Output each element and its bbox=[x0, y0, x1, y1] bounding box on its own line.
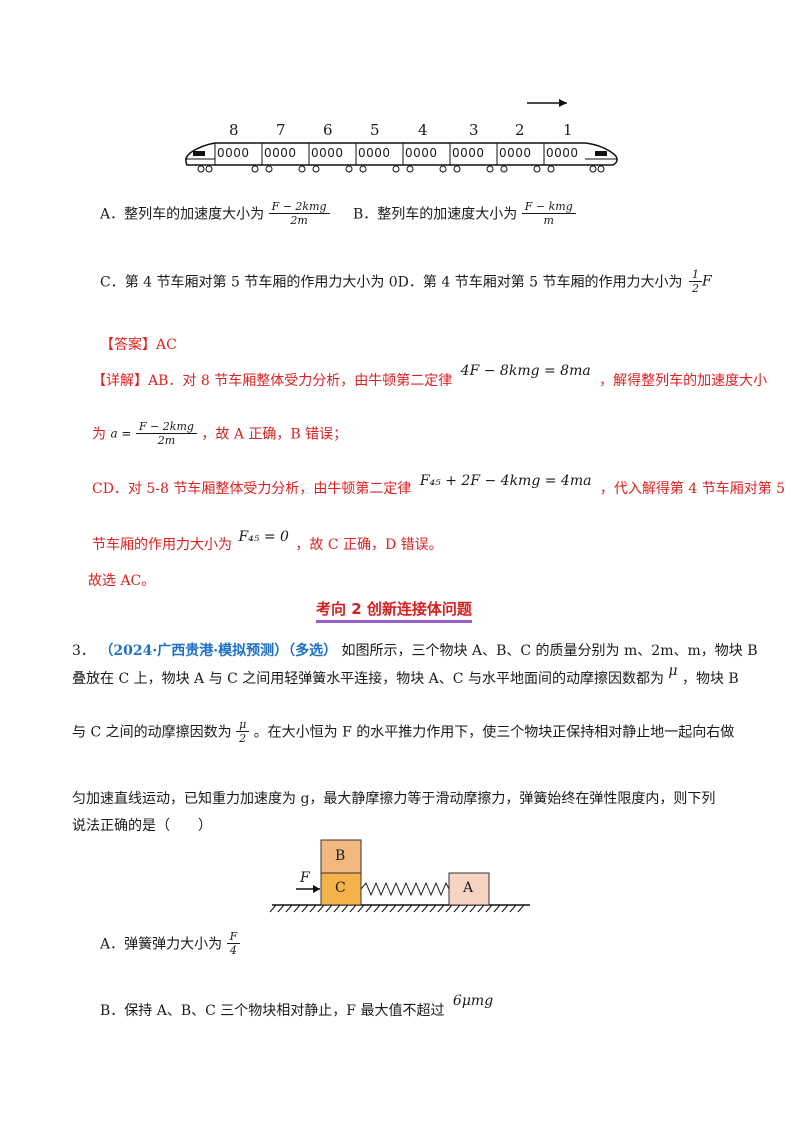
fraction-denominator: 4 bbox=[226, 943, 241, 957]
question-text: 叠放在 C 上，物块 A 与 C 之间用轻弹簧水平连接，物块 A、C 与水平地面… bbox=[72, 671, 664, 687]
detail-line-2: 为 a = F − 2kmg 2m ，故 A 正确，B 错误； bbox=[92, 420, 347, 447]
fraction-denominator: 2 bbox=[236, 731, 250, 745]
detail-text: ，代入解得第 4 节车厢对第 5 bbox=[599, 481, 786, 497]
blocks-diagram: B C A F bbox=[268, 838, 538, 918]
option-cd: C．第 4 节车厢对第 5 节车厢的作用力大小为 0D．第 4 节车厢对第 5 … bbox=[100, 268, 712, 295]
car-windows: 0000 bbox=[311, 146, 344, 160]
question-text: 与 C 之间的动摩擦因数为 bbox=[72, 724, 232, 741]
fraction-denominator: 2m bbox=[135, 433, 197, 447]
q3-option-b: B．保持 A、B、C 三个物块相对静止，F 最大值不超过 6μmg bbox=[100, 993, 493, 1020]
question-3-line-5: 说法正确的是（ ） bbox=[72, 818, 212, 834]
detail-text: 为 bbox=[92, 426, 106, 443]
question-3-line-1: 3． （2024·广西贵港·模拟预测）（多选） 如图所示，三个物块 A、B、C … bbox=[72, 640, 757, 660]
option-a-fraction: F 4 bbox=[226, 930, 241, 957]
block-c-label: C bbox=[335, 880, 346, 896]
fraction-numerator: F − kmg bbox=[524, 200, 573, 213]
detail-text: ，解得整列车的加速度大小 bbox=[599, 373, 768, 389]
car-windows: 0000 bbox=[452, 146, 485, 160]
detail-text: ，故 A 正确，B 错误； bbox=[201, 426, 348, 443]
train-diagram: 8 7 6 5 4 3 2 1 0000 0000 0000 0000 0000… bbox=[175, 95, 625, 175]
conclusion: 故选 AC。 bbox=[88, 573, 156, 589]
fraction-numerator: μ bbox=[239, 718, 247, 731]
car-number: 5 bbox=[370, 121, 380, 139]
car-windows: 0000 bbox=[499, 146, 532, 160]
fraction-numerator: F − 2kmg bbox=[271, 200, 327, 213]
option-a-fraction: F − 2kmg 2m bbox=[268, 200, 330, 227]
detail-line-4: 节车厢的作用力大小为 F₄₅ = 0 ，故 C 正确，D 错误。 bbox=[92, 529, 443, 554]
detail-line-1: 【详解】AB．对 8 节车厢整体受力分析，由牛顿第二定律 4F − 8kmg =… bbox=[92, 363, 768, 390]
option-a-text: A．整列车的加速度大小为 bbox=[100, 206, 265, 223]
train-drawing bbox=[185, 99, 618, 173]
question-3-line-2: 叠放在 C 上，物块 A 与 C 之间用轻弹簧水平连接，物块 A、C 与水平地面… bbox=[72, 663, 739, 688]
option-b: B．整列车的加速度大小为 F − kmg m bbox=[353, 200, 576, 227]
equation: F₄₅ = 0 bbox=[238, 529, 289, 545]
block-b-label: B bbox=[335, 848, 346, 864]
mu-symbol: μ bbox=[668, 663, 678, 679]
force-label: F bbox=[300, 870, 310, 886]
blocks-drawing bbox=[269, 839, 530, 913]
question-text: 。在大小恒为 F 的水平推力作用下，使三个物块正保持相对静止地一起向右做 bbox=[253, 724, 735, 741]
car-number: 1 bbox=[563, 121, 573, 139]
question-3-line-3: 与 C 之间的动摩擦因数为 μ 2 。在大小恒为 F 的水平推力作用下，使三个物… bbox=[72, 718, 734, 745]
fraction-denominator: 2m bbox=[268, 213, 330, 227]
car-number: 6 bbox=[323, 121, 333, 139]
fraction-numerator: F − 2kmg bbox=[138, 420, 194, 433]
car-windows: 0000 bbox=[217, 146, 250, 160]
answer-label: 【答案】AC bbox=[100, 337, 177, 353]
car-number: 7 bbox=[276, 121, 286, 139]
detail-text: CD．对 5-8 节车厢整体受力分析，由牛顿第二定律 bbox=[92, 481, 412, 497]
car-number: 2 bbox=[515, 121, 525, 139]
equation: 4F − 8kmg = 8ma bbox=[460, 363, 591, 379]
option-b-fraction: F − kmg m bbox=[521, 200, 576, 227]
question-source: （2024·广西贵港·模拟预测）（多选） bbox=[99, 643, 338, 659]
option-text: A．弹簧弹力大小为 bbox=[100, 936, 223, 953]
equation-fraction: F − 2kmg 2m bbox=[135, 420, 197, 447]
fraction-denominator: m bbox=[521, 213, 576, 227]
car-windows: 0000 bbox=[546, 146, 579, 160]
equation-lhs: a = bbox=[110, 426, 132, 441]
detail-text: ，故 C 正确，D 错误。 bbox=[295, 537, 443, 553]
option-cd-text: C．第 4 节车厢对第 5 节车厢的作用力大小为 0D．第 4 节车厢对第 5 … bbox=[100, 274, 683, 291]
question-text: 如图所示，三个物块 A、B、C 的质量分别为 m、2m、m，物块 B bbox=[341, 643, 758, 659]
q3-option-a: A．弹簧弹力大小为 F 4 bbox=[100, 930, 241, 957]
question-3-line-4: 匀加速直线运动，已知重力加速度为 g，最大静摩擦力等于滑动摩擦力，弹簧始终在弹性… bbox=[72, 791, 716, 807]
option-text: B．保持 A、B、C 三个物块相对静止，F 最大值不超过 bbox=[100, 1003, 445, 1019]
car-windows: 0000 bbox=[358, 146, 391, 160]
option-b-text: B．整列车的加速度大小为 bbox=[353, 206, 518, 223]
car-number: 8 bbox=[229, 121, 239, 139]
equation: F₄₅ + 2F − 4kmg = 4ma bbox=[419, 473, 592, 489]
option-a: A．整列车的加速度大小为 F − 2kmg 2m bbox=[100, 200, 330, 227]
section-heading: 考向 2 创新连接体问题 bbox=[316, 598, 472, 623]
block-a-label: A bbox=[463, 880, 474, 896]
question-text: ，物块 B bbox=[681, 671, 739, 687]
mu-half-fraction: μ 2 bbox=[236, 718, 250, 745]
option-d-fraction: 1 2 bbox=[688, 268, 702, 295]
fraction-numerator: 1 bbox=[691, 268, 699, 281]
car-number: 3 bbox=[469, 121, 479, 139]
fraction-denominator: 2 bbox=[688, 281, 702, 295]
detail-line-3: CD．对 5-8 节车厢整体受力分析，由牛顿第二定律 F₄₅ + 2F − 4k… bbox=[92, 473, 786, 498]
detail-text: 【详解】AB．对 8 节车厢整体受力分析，由牛顿第二定律 bbox=[92, 373, 453, 389]
fraction-numerator: F bbox=[229, 930, 238, 943]
car-number: 4 bbox=[418, 121, 428, 139]
detail-text: 节车厢的作用力大小为 bbox=[92, 537, 232, 553]
option-b-value: 6μmg bbox=[452, 993, 494, 1009]
option-d-variable: F bbox=[701, 273, 712, 290]
car-windows: 0000 bbox=[264, 146, 297, 160]
question-number: 3． bbox=[72, 643, 95, 659]
car-windows: 0000 bbox=[405, 146, 438, 160]
